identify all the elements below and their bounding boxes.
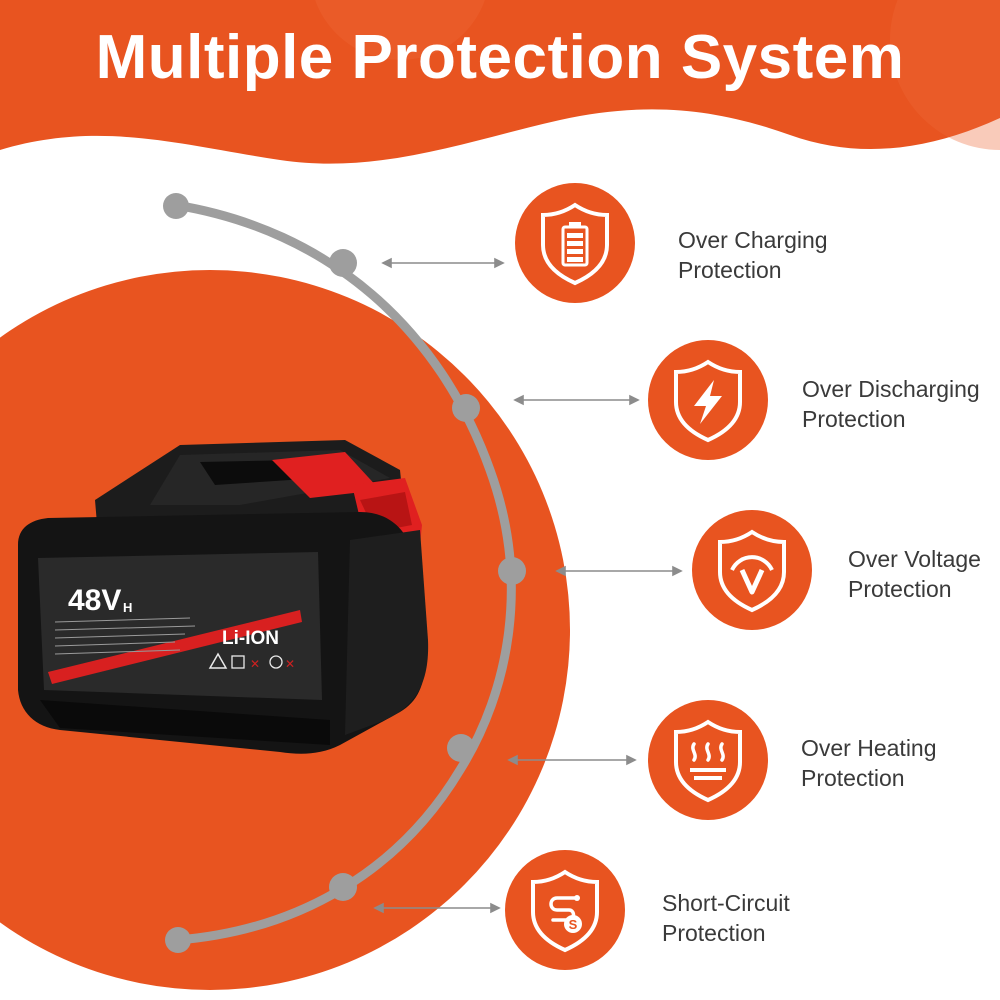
heat-shield-icon bbox=[674, 719, 742, 803]
feature-label-line1: Over Heating bbox=[801, 735, 937, 761]
battery-chemistry-label: Li-ION bbox=[222, 628, 279, 649]
feature-label-line2: Protection bbox=[662, 920, 766, 946]
feature-label: Over Voltage Protection bbox=[848, 544, 981, 604]
feature-icon-badge: S bbox=[505, 850, 625, 970]
circuit-shield-icon: S bbox=[531, 869, 599, 953]
feature-label: Over Discharging Protection bbox=[802, 374, 980, 434]
feature-label-line2: Protection bbox=[678, 257, 782, 283]
feature-label-line1: Over Voltage bbox=[848, 546, 981, 572]
battery-voltage-label: 48V bbox=[68, 584, 121, 617]
feature-label: Over Charging Protection bbox=[678, 225, 828, 285]
arc-node-1 bbox=[329, 249, 357, 277]
voltage-shield-icon bbox=[718, 529, 786, 613]
feature-label-line2: Protection bbox=[802, 406, 906, 432]
arc-end-dot-bottom bbox=[165, 927, 191, 953]
feature-label-line1: Short-Circuit bbox=[662, 890, 790, 916]
arc-node-2 bbox=[452, 394, 480, 422]
arc-end-dot-top bbox=[163, 193, 189, 219]
battery-pack: ✕ ✕ bbox=[18, 440, 429, 754]
svg-text:✕: ✕ bbox=[250, 657, 260, 671]
svg-text:✕: ✕ bbox=[285, 657, 295, 671]
svg-text:S: S bbox=[569, 917, 578, 932]
feature-label-line2: Protection bbox=[848, 576, 952, 602]
header-wave bbox=[0, 0, 1000, 164]
feature-label: Short-Circuit Protection bbox=[662, 888, 790, 948]
feature-label: Over Heating Protection bbox=[801, 733, 937, 793]
feature-label-line1: Over Charging bbox=[678, 227, 828, 253]
arc-node-3 bbox=[498, 557, 526, 585]
feature-icon-badge bbox=[692, 510, 812, 630]
feature-label-line2: Protection bbox=[801, 765, 905, 791]
feature-icon-badge bbox=[648, 340, 768, 460]
lightning-shield-icon bbox=[674, 359, 742, 443]
feature-icon-badge bbox=[648, 700, 768, 820]
arc-node-5 bbox=[329, 873, 357, 901]
feature-icon-badge bbox=[515, 183, 635, 303]
battery-shield-icon bbox=[541, 202, 609, 286]
arc-node-4 bbox=[447, 734, 475, 762]
page-title: Multiple Protection System bbox=[95, 23, 905, 92]
battery-voltage-suffix: H bbox=[123, 600, 132, 615]
feature-label-line1: Over Discharging bbox=[802, 376, 980, 402]
